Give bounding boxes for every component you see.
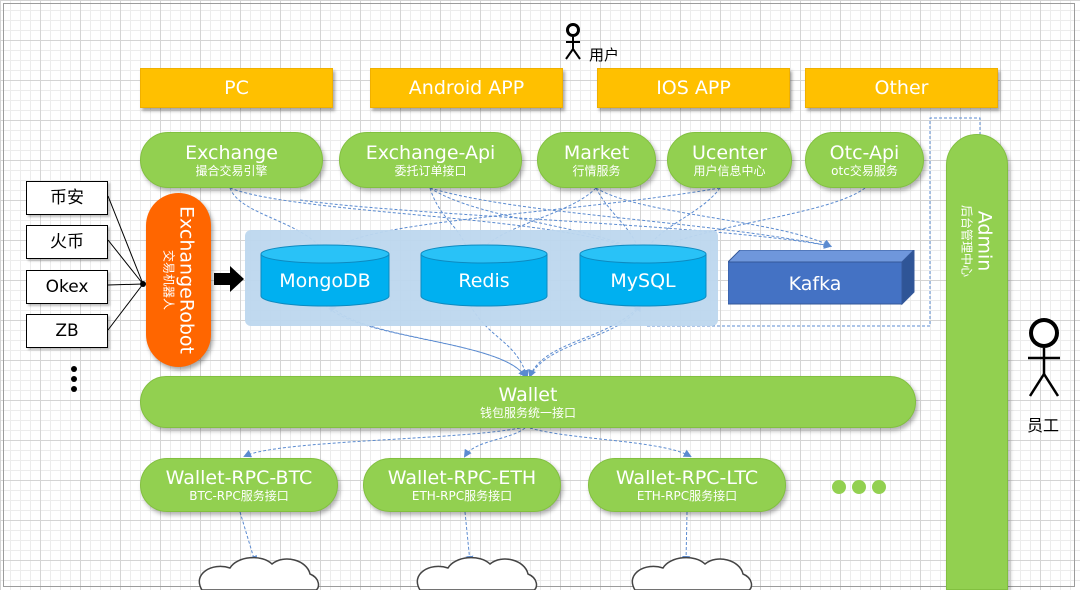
robot-title: ExchangeRobot <box>175 206 197 354</box>
blockchain-cloud-ltc <box>631 556 753 590</box>
staff-label: 员工 <box>1027 416 1060 435</box>
diagram-frame <box>3 3 1075 587</box>
redis-label: Redis <box>458 270 510 292</box>
kafka-label: Kafka <box>788 273 842 295</box>
service-subtitle: 委托订单接口 <box>394 163 467 178</box>
rpc-title: Wallet-RPC-LTC <box>615 466 759 489</box>
blockchain-cloud-btc <box>198 556 320 590</box>
service-subtitle: 撮合交易引擎 <box>195 163 268 178</box>
redis-cylinder <box>420 244 548 307</box>
client-ios-app: IOS APP <box>597 68 790 108</box>
user-label: 用户 <box>589 46 620 64</box>
robot-subtitle: 交易机器人 <box>161 249 175 310</box>
wallet-title: Wallet <box>498 383 558 406</box>
user-icon <box>565 23 581 60</box>
mysql-label: MySQL <box>610 270 676 292</box>
service-otc-api: Otc-Api otc交易服务 <box>805 132 924 188</box>
exchange-binance: 币安 <box>26 181 108 215</box>
rpc-subtitle: ETH-RPC服务接口 <box>411 488 513 503</box>
wallet-subtitle: 钱包服务统一接口 <box>479 405 576 420</box>
mongodb-label: MongoDB <box>279 270 371 292</box>
client-pc: PC <box>140 68 333 108</box>
service-subtitle: otc交易服务 <box>831 163 898 178</box>
service-exchange-api: Exchange-Api 委托订单接口 <box>339 132 522 188</box>
mongodb-cylinder <box>260 244 390 307</box>
exchange-huobi: 火币 <box>26 225 108 259</box>
service-title: Market <box>563 141 630 164</box>
wallet-service: Wallet 钱包服务统一接口 <box>140 376 916 428</box>
client-other: Other <box>805 68 998 108</box>
admin-center: Admin 后台管理中心 <box>946 134 1008 590</box>
exchange-robot: ExchangeRobot 交易机器人 <box>146 193 211 367</box>
mysql-cylinder <box>579 244 707 307</box>
service-subtitle: 用户信息中心 <box>693 163 766 178</box>
rpc-subtitle: ETH-RPC服务接口 <box>636 488 738 503</box>
admin-title: Admin <box>973 210 996 272</box>
service-subtitle: 行情服务 <box>572 163 621 178</box>
service-title: Exchange <box>185 141 278 164</box>
more-rpc-dots <box>832 480 886 494</box>
rpc-eth: Wallet-RPC-ETH ETH-RPC服务接口 <box>363 458 561 512</box>
rpc-title: Wallet-RPC-BTC <box>165 466 313 489</box>
exchange-okex: Okex <box>26 270 108 304</box>
service-title: Ucenter <box>691 141 768 164</box>
service-market: Market 行情服务 <box>537 132 656 188</box>
service-exchange: Exchange 撮合交易引擎 <box>140 132 323 188</box>
rpc-ltc: Wallet-RPC-LTC ETH-RPC服务接口 <box>588 458 786 512</box>
rpc-btc: Wallet-RPC-BTC BTC-RPC服务接口 <box>140 458 338 512</box>
kafka-box <box>728 250 915 306</box>
exchange-zb: ZB <box>26 314 108 348</box>
blockchain-cloud-eth <box>416 556 538 590</box>
service-ucenter: Ucenter 用户信息中心 <box>667 132 792 188</box>
client-android-app: Android APP <box>370 68 563 108</box>
rpc-title: Wallet-RPC-ETH <box>387 466 537 489</box>
admin-subtitle: 后台管理中心 <box>959 204 974 277</box>
staff-icon <box>1028 318 1060 397</box>
service-title: Otc-Api <box>829 141 900 164</box>
rpc-subtitle: BTC-RPC服务接口 <box>189 488 289 503</box>
service-title: Exchange-Api <box>365 141 496 164</box>
